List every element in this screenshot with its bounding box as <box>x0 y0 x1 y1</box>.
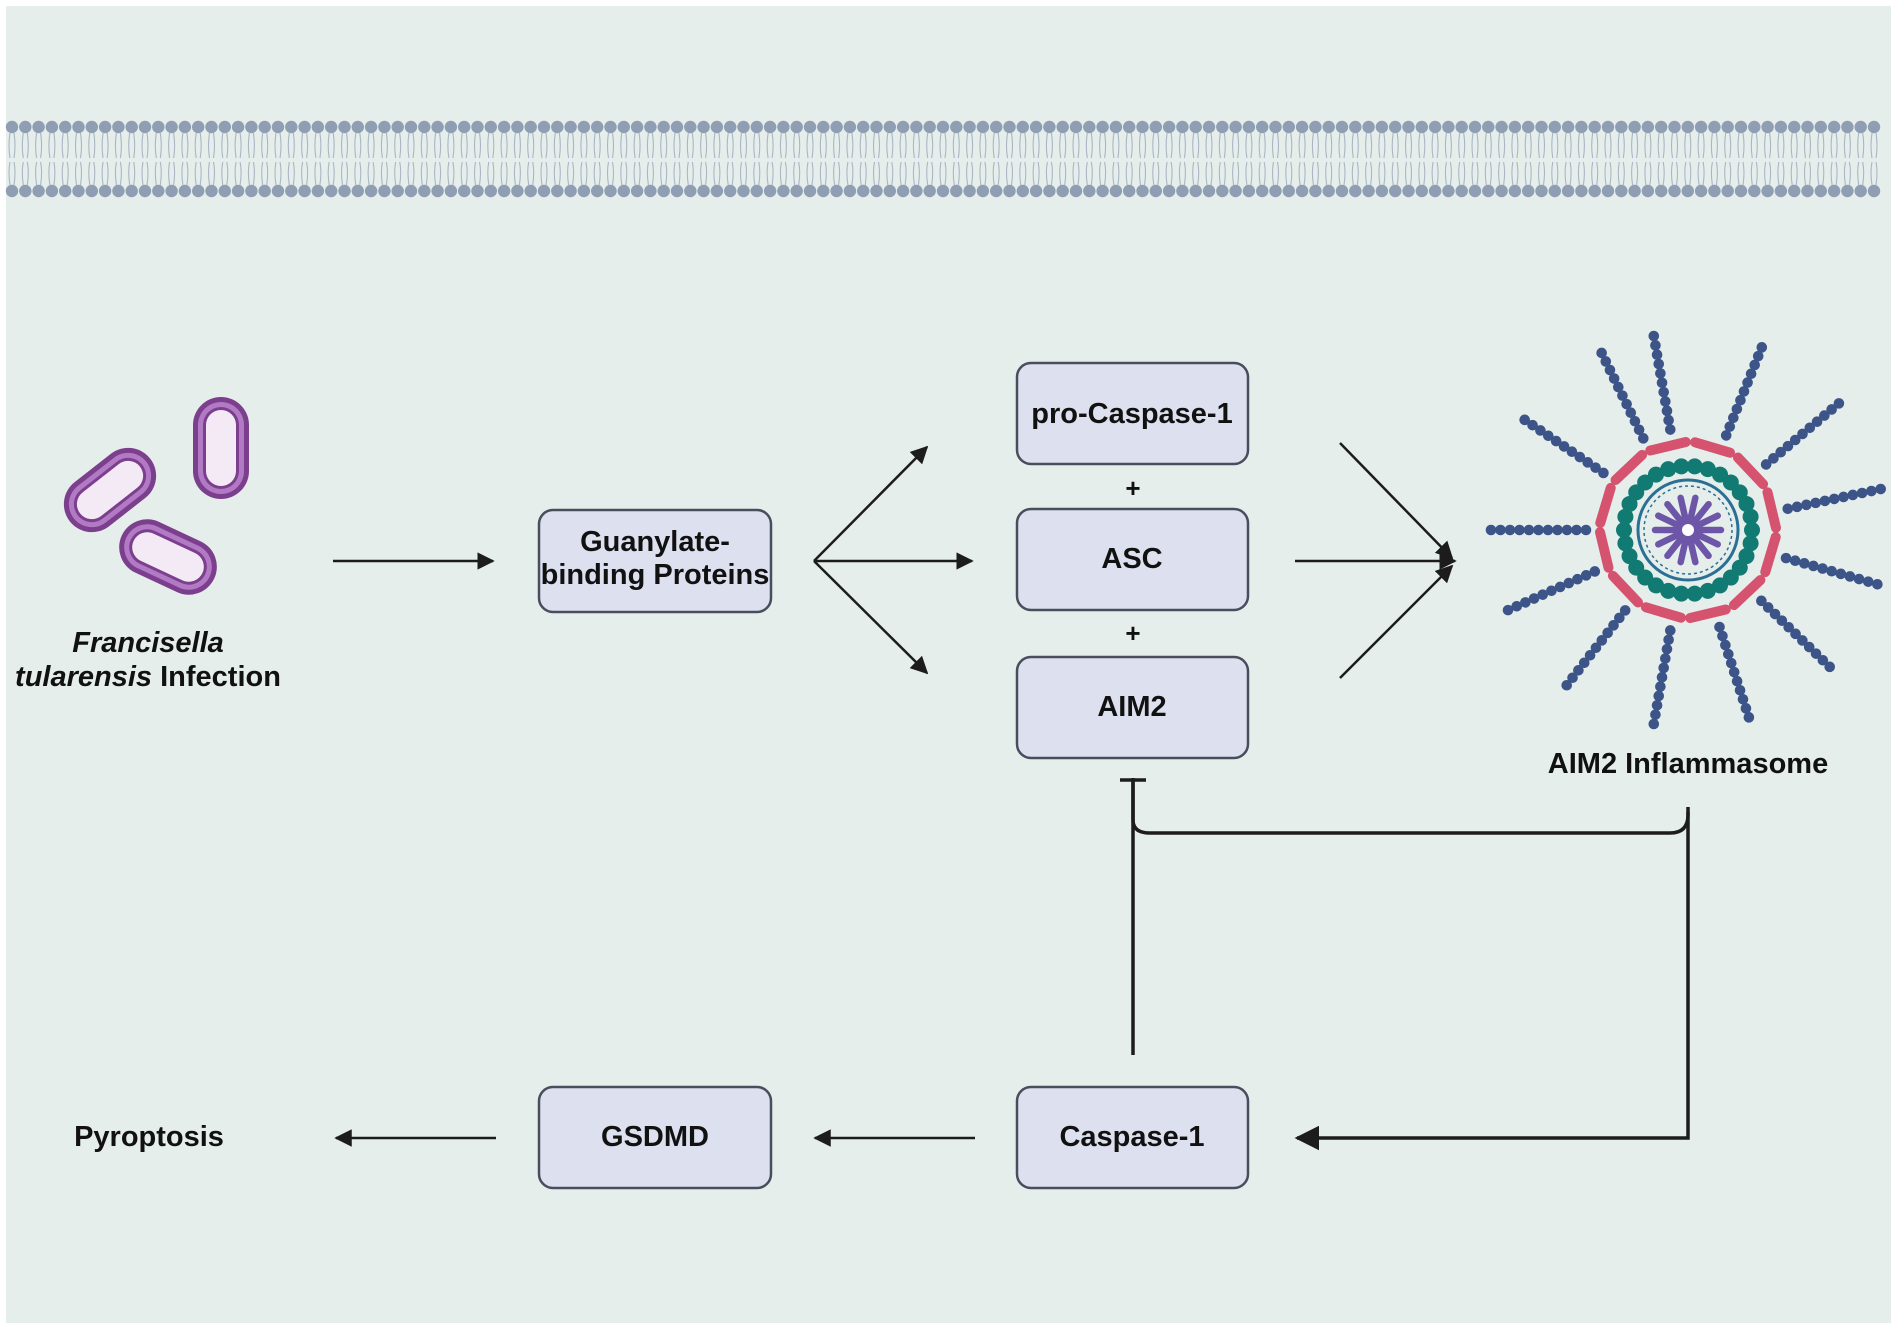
arrow-pro-caspase1-to-inflammasome <box>1339 442 1454 560</box>
arrow-gbp-to-pro-caspase1 <box>813 445 929 562</box>
node-asc: ASC <box>1015 507 1250 612</box>
plus-sign-1: + <box>1125 473 1140 503</box>
node-label-caspase-1: Caspase-1 <box>1059 1121 1204 1153</box>
arrow-inflammasome-to-caspase1 <box>1294 812 1690 1151</box>
feedback-bracket <box>1131 778 1690 835</box>
node-label-aim2: AIM2 <box>1097 691 1166 723</box>
node-guanylate-binding-proteins: Guanylate- binding Proteins <box>537 508 773 614</box>
node-label-asc: ASC <box>1101 543 1162 575</box>
arrow-gbp-to-aim2 <box>813 560 929 675</box>
cell-interior-panel <box>6 6 1891 1323</box>
arrow-aim2-to-inflammasome <box>1339 564 1454 679</box>
node-label-gsdmd: GSDMD <box>601 1121 709 1153</box>
infection-label-line2: tularensis Infection <box>15 661 281 693</box>
node-caspase-1: Caspase-1 <box>1015 1085 1250 1190</box>
plus-sign-2: + <box>1125 618 1140 648</box>
node-label-pro-caspase-1: pro-Caspase-1 <box>1031 398 1232 430</box>
node-label-gbp-line2: binding Proteins <box>541 559 770 591</box>
inflammasome-label: AIM2 Inflammasome <box>1548 748 1828 780</box>
species-name-tulsarensis: tularensis <box>15 661 152 693</box>
pyroptosis-label: Pyroptosis <box>74 1121 224 1153</box>
node-pro-caspase-1: pro-Caspase-1 <box>1015 361 1250 466</box>
node-aim2: AIM2 <box>1015 655 1250 760</box>
infection-label-line1: Francisella <box>72 627 224 659</box>
lipid-bilayer-icon <box>5 120 1881 198</box>
rod-bacteria-icon <box>63 397 249 595</box>
node-gsdmd: GSDMD <box>537 1085 773 1190</box>
inflammasome-complex-icon <box>1485 330 1886 730</box>
node-label-gbp-line1: Guanylate- <box>580 526 730 558</box>
infection-word: Infection <box>152 661 281 693</box>
